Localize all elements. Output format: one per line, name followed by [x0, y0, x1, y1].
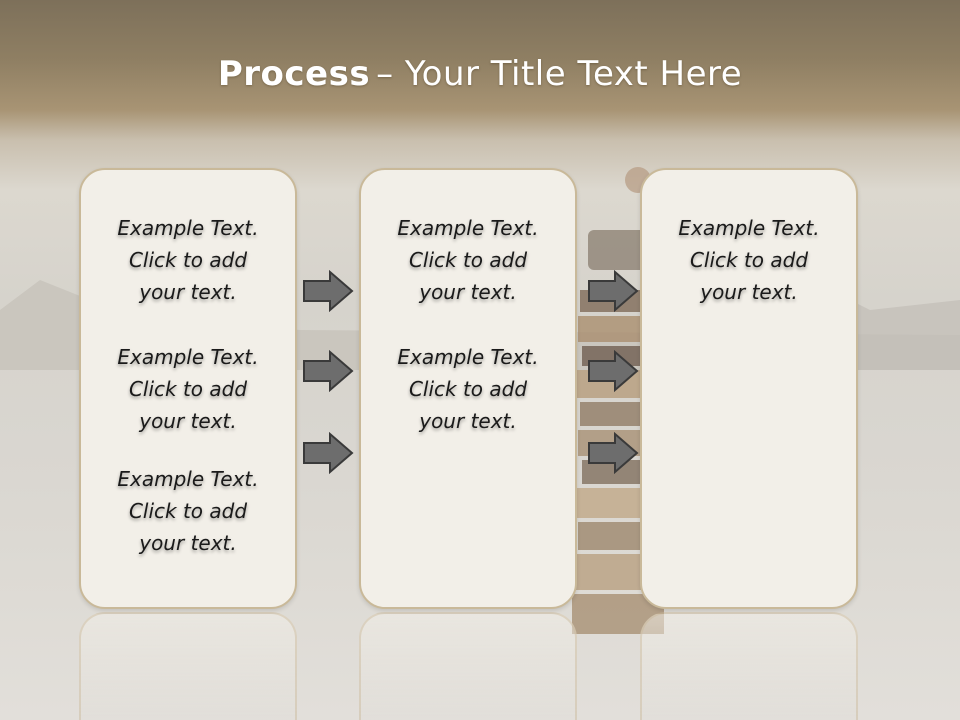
- text-line: Click to add: [408, 248, 528, 272]
- title-bold-text: Process: [217, 54, 371, 94]
- text-line: Example Text.: [117, 216, 259, 240]
- text-line: your text.: [139, 531, 237, 555]
- text-line: Example Text.: [397, 216, 539, 240]
- right-arrow-icon[interactable]: [302, 270, 354, 312]
- text-line: Click to add: [128, 248, 248, 272]
- text-block[interactable]: Example Text. Click to add your text.: [81, 463, 295, 559]
- process-panel-3[interactable]: Example Text. Click to add your text.: [640, 168, 858, 609]
- panel-reflection: [79, 612, 297, 720]
- slide-title[interactable]: Process– Your Title Text Here: [0, 54, 960, 94]
- text-line: Example Text.: [678, 216, 820, 240]
- text-line: your text.: [419, 409, 517, 433]
- right-arrow-icon[interactable]: [587, 350, 639, 392]
- right-arrow-icon[interactable]: [302, 350, 354, 392]
- right-arrow-icon[interactable]: [302, 432, 354, 474]
- text-block[interactable]: Example Text. Click to add your text.: [81, 341, 295, 437]
- text-line: Example Text.: [117, 345, 259, 369]
- right-arrow-icon[interactable]: [587, 270, 639, 312]
- text-line: Click to add: [408, 377, 528, 401]
- text-block[interactable]: Example Text. Click to add your text.: [361, 212, 575, 308]
- process-panel-2[interactable]: Example Text. Click to add your text. Ex…: [359, 168, 577, 609]
- panel-reflection: [359, 612, 577, 720]
- text-block[interactable]: Example Text. Click to add your text.: [81, 212, 295, 308]
- text-line: your text.: [139, 409, 237, 433]
- text-line: Click to add: [128, 499, 248, 523]
- process-panel-1[interactable]: Example Text. Click to add your text. Ex…: [79, 168, 297, 609]
- panel-reflection: [640, 612, 858, 720]
- text-line: Example Text.: [397, 345, 539, 369]
- text-line: your text.: [700, 280, 798, 304]
- right-arrow-icon[interactable]: [587, 432, 639, 474]
- text-block[interactable]: Example Text. Click to add your text.: [642, 212, 856, 308]
- title-rest-text: – Your Title Text Here: [376, 54, 743, 94]
- text-line: Click to add: [128, 377, 248, 401]
- text-block[interactable]: Example Text. Click to add your text.: [361, 341, 575, 437]
- text-line: your text.: [419, 280, 517, 304]
- text-line: Example Text.: [117, 467, 259, 491]
- text-line: Click to add: [689, 248, 809, 272]
- text-line: your text.: [139, 280, 237, 304]
